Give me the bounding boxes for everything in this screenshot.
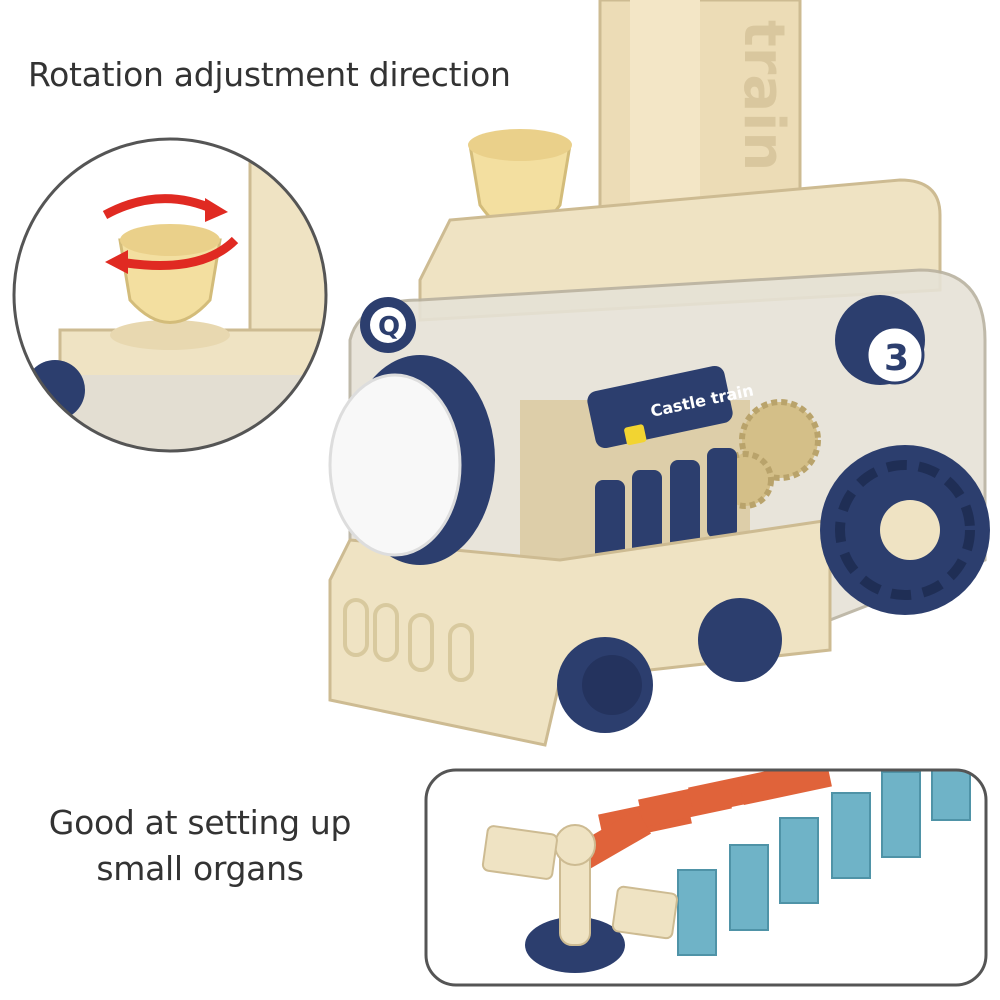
- wheels: [557, 445, 990, 733]
- setup-caption: Good at setting up small organs: [30, 800, 370, 892]
- domino-tower: train: [598, 0, 802, 232]
- domino-setup-inset: [426, 770, 986, 985]
- rotation-detail-inset: [14, 139, 326, 451]
- domino-slots: [595, 448, 737, 570]
- setup-caption-line2: small organs: [96, 849, 304, 888]
- gear-icon: [739, 399, 821, 481]
- rotation-caption: Rotation adjustment direction: [28, 55, 511, 94]
- headlight: Q: [328, 297, 495, 565]
- tower-text: train: [731, 20, 796, 171]
- letter-badge: Q: [378, 312, 400, 342]
- setup-caption-line1: Good at setting up: [48, 803, 352, 842]
- rotate-arrow-top-icon: [102, 194, 217, 219]
- castle-train-label: Castle train: [587, 365, 755, 449]
- rotate-arrow-bottom-icon: [119, 236, 239, 270]
- teal-dominoes: [677, 770, 971, 956]
- inset-border: [12, 137, 328, 453]
- svg-text:3: 3: [884, 338, 909, 379]
- number-badge: 3: [835, 295, 925, 385]
- inset-border: [424, 768, 988, 987]
